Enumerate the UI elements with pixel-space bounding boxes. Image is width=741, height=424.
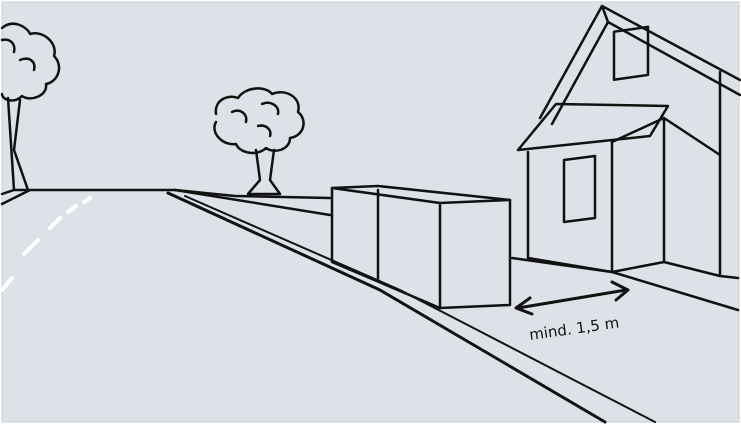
background (2, 2, 739, 422)
street-scene-illustration: mind. 1,5 m (0, 0, 741, 424)
